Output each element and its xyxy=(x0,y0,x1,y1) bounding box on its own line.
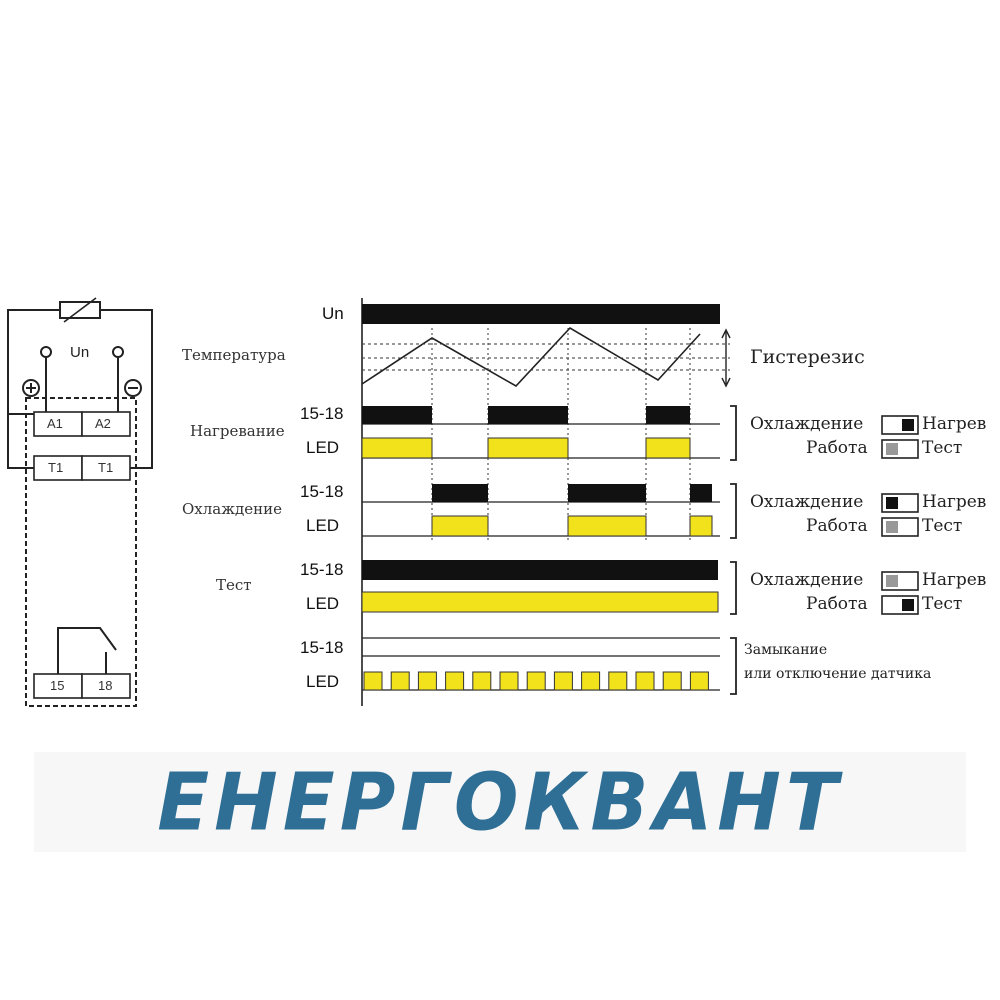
legend-3-cooling: Охлаждение xyxy=(750,570,864,590)
terminal-t1-right: T1 xyxy=(98,460,114,475)
terminal-a2: A2 xyxy=(95,416,111,431)
test-relay-pulse xyxy=(362,560,718,580)
un-supply-label: Un xyxy=(70,344,90,361)
row-label-cooling: Охлаждение xyxy=(182,500,283,518)
legend-1-mode-switch-icon-knob xyxy=(902,419,914,431)
un-row-label: Un xyxy=(322,304,344,323)
sensor-note-line1: Замыкание xyxy=(744,642,828,658)
cooling-led-pulse xyxy=(689,515,713,537)
legend-2-heating: Нагрев xyxy=(922,492,987,512)
legend-2-test-switch-icon-knob xyxy=(886,521,898,533)
legend-2-cooling: Охлаждение xyxy=(750,492,864,512)
cooling-relay-pulse xyxy=(690,484,712,502)
sensor-led-blink xyxy=(689,671,709,691)
legend-2-test: Тест xyxy=(922,516,963,536)
heating-led-label: LED xyxy=(306,438,340,457)
hysteresis-label: Гистерезис xyxy=(750,346,865,368)
un-supply-bar xyxy=(362,304,720,324)
test-led-label: LED xyxy=(306,594,340,613)
sensor-led-blink xyxy=(363,671,383,691)
brand-logo-text: ЕНЕРГОКВАНТ xyxy=(157,754,843,849)
brand-banner: ЕНЕРГОКВАНТ xyxy=(34,752,966,852)
terminal-15: 15 xyxy=(50,678,65,693)
un-terminal-left-icon xyxy=(40,346,52,358)
sensor-note-line2: или отключение датчика xyxy=(744,666,932,682)
sensor-led-blink xyxy=(445,671,465,691)
legend-3-test: Тест xyxy=(922,594,963,614)
row-label-heating: Нагревание xyxy=(190,422,285,440)
sensor-led-blink xyxy=(472,671,492,691)
heating-led-pulse xyxy=(645,437,691,459)
cooling-relay-pulse xyxy=(568,484,646,502)
temperature-waveform xyxy=(361,326,701,388)
heating-led-pulse xyxy=(487,437,569,459)
legend-bracket xyxy=(730,405,737,461)
cooling-led-pulse xyxy=(567,515,647,537)
legend-3-mode-switch-icon-knob xyxy=(886,575,898,587)
relay-contact-icon xyxy=(57,627,117,674)
sensor-led-blink xyxy=(417,671,437,691)
legend-3-work: Работа xyxy=(806,594,868,614)
terminal-t1-left: T1 xyxy=(48,460,64,475)
cooling-led-label: LED xyxy=(306,516,340,535)
test-led-pulse xyxy=(361,591,719,613)
legend-1-heating: Нагрев xyxy=(922,414,987,434)
sensor-led-blink xyxy=(553,671,573,691)
legend-2-work: Работа xyxy=(806,516,868,536)
cooling-relay-label: 15-18 xyxy=(300,482,344,501)
cooling-led-pulse xyxy=(431,515,489,537)
legend-3-heating: Нагрев xyxy=(922,570,987,590)
wiring-schematic xyxy=(7,297,153,707)
cooling-relay-pulse xyxy=(432,484,488,502)
sensor-relay-label: 15-18 xyxy=(300,638,344,657)
row-label-test: Тест xyxy=(216,576,252,594)
legend-1-work: Работа xyxy=(806,438,868,458)
timing-marks xyxy=(361,304,919,695)
heating-relay-pulse xyxy=(362,406,432,424)
legend-bracket xyxy=(730,637,737,695)
heating-relay-pulse xyxy=(646,406,690,424)
heating-relay-pulse xyxy=(488,406,568,424)
heating-led-pulse xyxy=(361,437,433,459)
sensor-led-blink xyxy=(635,671,655,691)
un-terminal-right-icon xyxy=(112,346,124,358)
row-label-temperature: Температура xyxy=(182,346,286,364)
legend-2-mode-switch-icon-knob xyxy=(886,497,898,509)
sensor-led-label: LED xyxy=(306,672,340,691)
test-relay-label: 15-18 xyxy=(300,560,344,579)
hysteresis-arrow-head-top xyxy=(721,328,731,339)
sensor-led-blink xyxy=(608,671,628,691)
sensor-led-blink xyxy=(499,671,519,691)
device-box xyxy=(25,397,137,707)
sensor-led-blink xyxy=(390,671,410,691)
legend-bracket xyxy=(730,561,737,615)
hysteresis-arrow-head-bottom xyxy=(721,377,731,388)
sensor-led-blink xyxy=(526,671,546,691)
legend-1-cooling: Охлаждение xyxy=(750,414,864,434)
legend-1-test: Тест xyxy=(922,438,963,458)
terminal-a1: A1 xyxy=(47,416,63,431)
heating-relay-label: 15-18 xyxy=(300,404,344,423)
legend-3-test-switch-icon-knob xyxy=(902,599,914,611)
sensor-led-blink xyxy=(662,671,682,691)
legend-1-test-switch-icon-knob xyxy=(886,443,898,455)
terminal-18: 18 xyxy=(98,678,113,693)
legend-bracket xyxy=(730,483,737,539)
sensor-led-blink xyxy=(581,671,601,691)
